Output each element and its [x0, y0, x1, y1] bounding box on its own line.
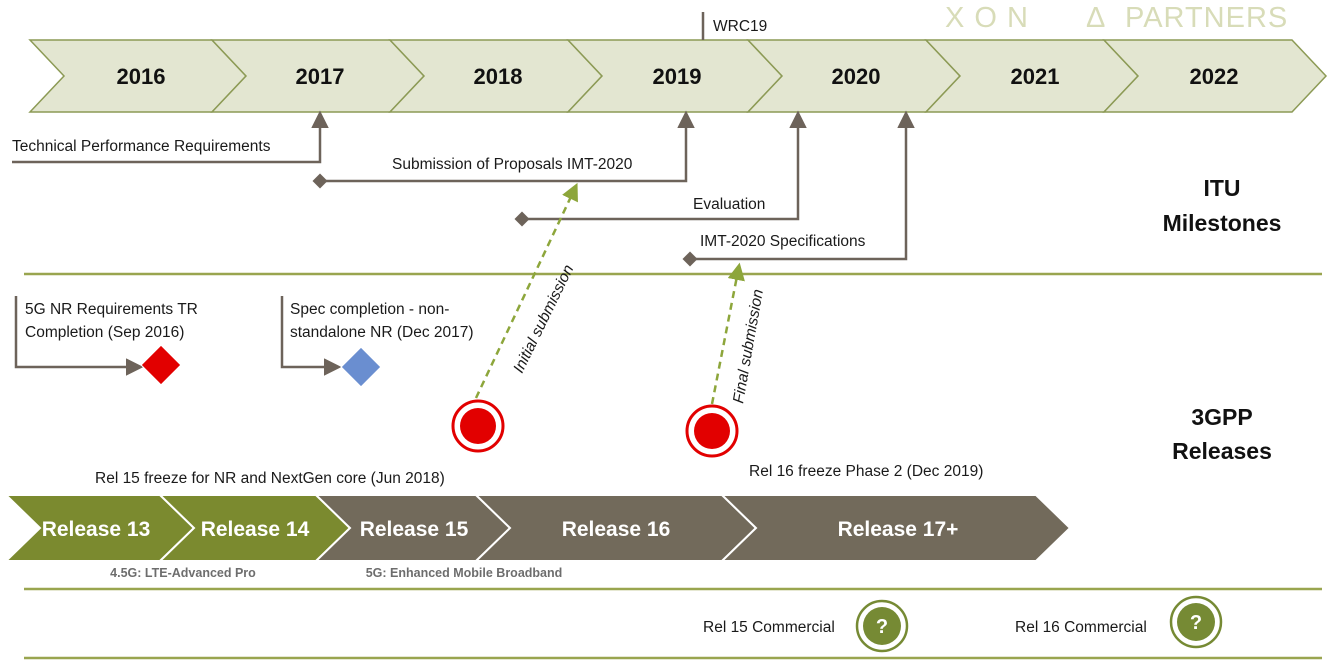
- submission-label: Submission of Proposals IMT-2020: [392, 156, 633, 173]
- spec-completion-line2: standalone NR (Dec 2017): [290, 324, 474, 341]
- itu-section-title: ITU: [1203, 175, 1240, 201]
- specs-connector: [682, 110, 915, 267]
- rel15-freeze-target: [451, 399, 505, 453]
- year-timeline: 2016 2017 2018 2019 2020 2021 2022: [28, 39, 1328, 113]
- tpr-label: Technical Performance Requirements: [12, 138, 271, 155]
- rel16-freeze-label: Rel 16 freeze Phase 2 (Dec 2019): [749, 463, 983, 480]
- year-label-2020: 2020: [832, 64, 881, 89]
- logo-triangle: Δ: [1086, 2, 1106, 34]
- rel16-question-badge: ?: [1169, 595, 1223, 649]
- commercial-row: Rel 15 Commercial ? Rel 16 Commercial ?: [703, 595, 1223, 653]
- release-15-label: Release 15: [360, 518, 469, 541]
- release-16-label: Release 16: [562, 518, 671, 541]
- logo-word: PARTNERS: [1125, 2, 1288, 34]
- nr-requirements-diamond: [140, 344, 182, 386]
- lte-advanced-pro-label: 4.5G: LTE-Advanced Pro: [110, 566, 256, 580]
- rel16-freeze-target: [685, 404, 739, 458]
- itu-section-subtitle: Milestones: [1163, 210, 1282, 236]
- gpp-events: 5G NR Requirements TR Completion (Sep 20…: [14, 296, 1272, 487]
- year-label-2021: 2021: [1011, 64, 1060, 89]
- rel16-commercial-label: Rel 16 Commercial: [1015, 619, 1147, 636]
- nr-requirements-line1: 5G NR Requirements TR: [25, 301, 198, 318]
- gpp-section-title: 3GPP: [1191, 404, 1252, 430]
- rel15-commercial-label: Rel 15 Commercial: [703, 619, 835, 636]
- year-label-2017: 2017: [296, 64, 345, 89]
- year-chevron-2022: [1102, 39, 1328, 113]
- xona-partners-logo: X O N Δ PARTNERS: [945, 2, 1288, 34]
- gpp-section-subtitle: Releases: [1172, 438, 1272, 464]
- rel15-freeze-label: Rel 15 freeze for NR and NextGen core (J…: [95, 470, 445, 487]
- release-17-chevron: [719, 494, 1072, 562]
- release-13-label: Release 13: [42, 518, 151, 541]
- rel16-question-mark: ?: [1190, 612, 1202, 634]
- rel15-question-mark: ?: [876, 616, 888, 638]
- release-17-label: Release 17+: [838, 518, 959, 541]
- nr-requirements-line2: Completion (Sep 2016): [25, 324, 184, 341]
- year-label-2019: 2019: [653, 64, 702, 89]
- wrc19-label: WRC19: [713, 18, 767, 35]
- release-14-label: Release 14: [201, 518, 310, 541]
- evaluation-label: Evaluation: [693, 196, 765, 213]
- initial-submission-label: Initial submission: [510, 262, 577, 376]
- year-label-2022: 2022: [1190, 64, 1239, 89]
- spec-completion-line1: Spec completion - non-: [290, 301, 449, 318]
- specs-label: IMT-2020 Specifications: [700, 233, 866, 250]
- nr-requirements-connector: [14, 296, 144, 376]
- itu-milestones: Technical Performance Requirements Submi…: [12, 110, 1282, 267]
- release-timeline: Release 13 Release 14 Release 15 Release…: [3, 494, 1072, 580]
- spec-completion-diamond: [340, 346, 382, 388]
- logo-letters: X O N: [945, 2, 1029, 34]
- year-label-2018: 2018: [474, 64, 523, 89]
- enhanced-mobile-broadband-label: 5G: Enhanced Mobile Broadband: [366, 566, 563, 580]
- rel15-question-badge: ?: [855, 599, 909, 653]
- initial-submission-arrow: [474, 182, 578, 399]
- year-label-2016: 2016: [117, 64, 166, 89]
- final-submission-label: Final submission: [730, 288, 767, 405]
- spec-completion-connector: [280, 296, 342, 376]
